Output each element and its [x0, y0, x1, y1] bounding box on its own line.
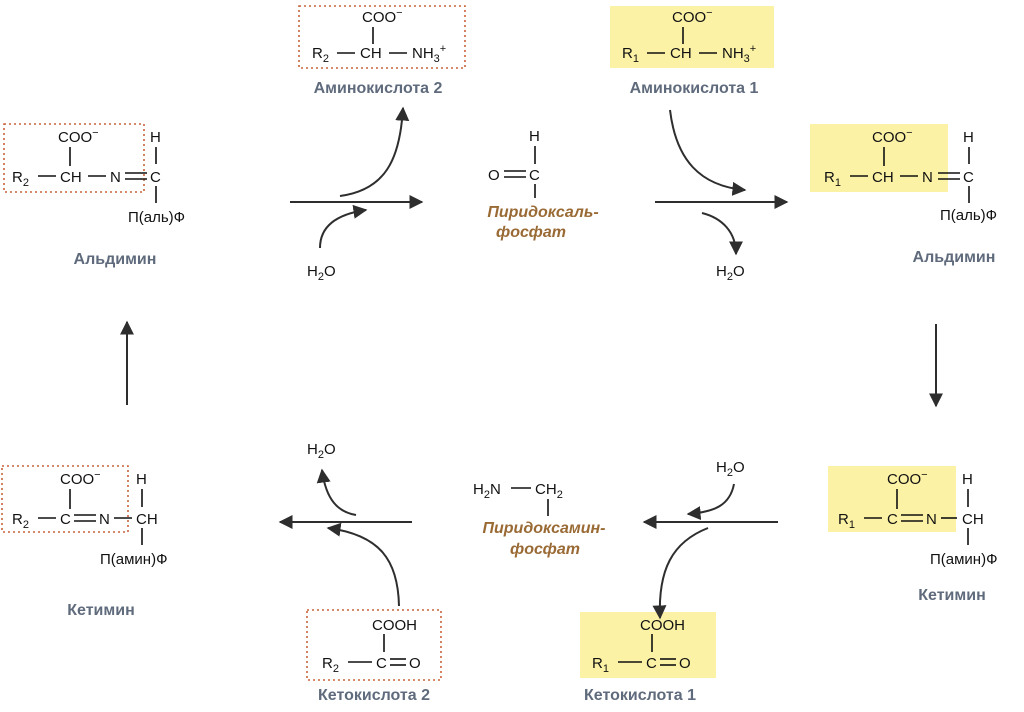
ketimin-left: COO− R2 C N CH H П(амин)Ф Кетимин — [1, 465, 168, 619]
coo-group: COO− — [872, 127, 913, 146]
aldimin-left-caption: Альдимин — [74, 251, 157, 268]
c-atom: C — [529, 167, 540, 184]
keto-acid-2-caption: Кетокислота 2 — [318, 687, 430, 704]
h-atom: H — [963, 129, 974, 146]
r2-group: R2 — [322, 655, 339, 675]
r1-group: R1 — [622, 45, 639, 65]
pmp-label-line1: Пиридоксамин- — [483, 520, 606, 537]
r2-group: R2 — [312, 45, 329, 65]
amino-acid-1-caption: Аминокислота 1 — [630, 80, 759, 97]
ch-group: CH — [872, 169, 894, 186]
r1-group: R1 — [592, 655, 609, 675]
pmp-residue: П(амин)Ф — [100, 551, 168, 568]
h-atom: H — [962, 471, 973, 488]
coo-group: COO− — [362, 7, 403, 26]
h-atom: H — [136, 471, 147, 488]
aldimin-left: COO− R2 CH N C H П(аль)Ф Альдимин — [3, 123, 185, 268]
water-out-arrow-right — [701, 212, 743, 256]
h-atom: H — [150, 129, 161, 146]
plp-label-line1: Пиридоксаль- — [487, 204, 598, 221]
coo-group: COO− — [887, 469, 928, 488]
c-atom: C — [150, 169, 161, 186]
aldimin-right-caption: Альдимин — [913, 249, 996, 266]
pyridoxamine-phosphate: H2N CH2 Пиридоксамин- фосфат — [473, 481, 606, 558]
water-out-arrow-left — [316, 468, 357, 516]
amino-acid-2-caption: Аминокислота 2 — [314, 80, 443, 97]
r2-group: R2 — [12, 511, 29, 531]
water-bottom-right: H2O — [716, 459, 745, 479]
release-arrow-amino2 — [339, 106, 410, 197]
ch-group: CH — [60, 169, 82, 186]
ch-group: CH — [136, 511, 158, 528]
c-atom: C — [646, 655, 657, 672]
entry-arrow-amino1 — [669, 109, 747, 196]
plp-residue: П(аль)Ф — [128, 209, 185, 226]
highlight-box — [580, 612, 716, 678]
plp-residue: П(аль)Ф — [940, 207, 997, 224]
cooh-group: COOH — [372, 617, 417, 634]
n-atom: N — [110, 169, 121, 186]
amino-acid-2: COO− R2 CH NH3+ Аминокислота 2 — [298, 5, 466, 97]
water-bottom-left: H2O — [307, 441, 336, 461]
dotted-frame — [1, 465, 129, 533]
ch2-group: CH2 — [535, 481, 563, 501]
cooh-group: COOH — [640, 617, 685, 634]
c-atom: C — [887, 511, 898, 528]
keto-acid-1: COOH R1 C O Кетокислота 1 — [580, 612, 716, 704]
coo-group: COO− — [60, 469, 101, 488]
plp-label-line2: фосфат — [496, 224, 566, 241]
r1-group: R1 — [824, 169, 841, 189]
c-atom: C — [376, 655, 387, 672]
ch-group: CH — [360, 45, 382, 62]
water-top-left: H2O — [307, 263, 336, 283]
ketimin-right: COO− R1 C N CH H П(амин)Ф Кетимин — [828, 466, 998, 604]
r2-group: R2 — [12, 169, 29, 189]
ketimin-left-caption: Кетимин — [67, 602, 134, 619]
o-atom: O — [488, 167, 500, 184]
dotted-frame — [306, 609, 442, 681]
c-atom: C — [963, 169, 974, 186]
dotted-frame — [298, 5, 466, 69]
r1-group: R1 — [838, 511, 855, 531]
ch-group: CH — [670, 45, 692, 62]
water-in-arrow-left — [319, 204, 368, 249]
ketimin-right-caption: Кетимин — [918, 587, 985, 604]
keto-acid-1-caption: Кетокислота 1 — [584, 687, 696, 704]
water-in-arrow-right — [686, 483, 735, 521]
n-atom: N — [99, 511, 110, 528]
h-atom: H — [529, 128, 540, 145]
amino-acid-1: COO− R1 CH NH3+ Аминокислота 1 — [610, 6, 774, 97]
c-atom: C — [60, 511, 71, 528]
highlight-box — [810, 124, 948, 192]
release-arrow-keto1 — [652, 527, 709, 620]
pmp-residue: П(амин)Ф — [930, 551, 998, 568]
entry-arrow-keto2 — [326, 522, 400, 607]
keto-acid-2: COOH R2 C O Кетокислота 2 — [306, 609, 442, 704]
ch-group: CH — [962, 511, 984, 528]
o-atom: O — [409, 655, 421, 672]
dotted-frame — [3, 123, 145, 193]
water-top-right: H2O — [716, 263, 745, 283]
pyridoxal-phosphate: H O C Пиридоксаль- фосфат — [487, 128, 598, 241]
n-atom: N — [922, 169, 933, 186]
o-atom: O — [679, 655, 691, 672]
h2n-group: H2N — [473, 481, 501, 501]
coo-group: COO− — [58, 127, 99, 146]
n-atom: N — [926, 511, 937, 528]
aldimin-right: COO− R1 CH N C H П(аль)Ф Альдимин — [810, 124, 997, 266]
highlight-box — [828, 466, 956, 532]
coo-group: COO− — [672, 7, 713, 26]
nh3-group: NH3+ — [412, 43, 446, 65]
pmp-label-line2: фосфат — [510, 541, 580, 558]
nh3-group: NH3+ — [722, 43, 756, 65]
highlight-box — [610, 6, 774, 68]
